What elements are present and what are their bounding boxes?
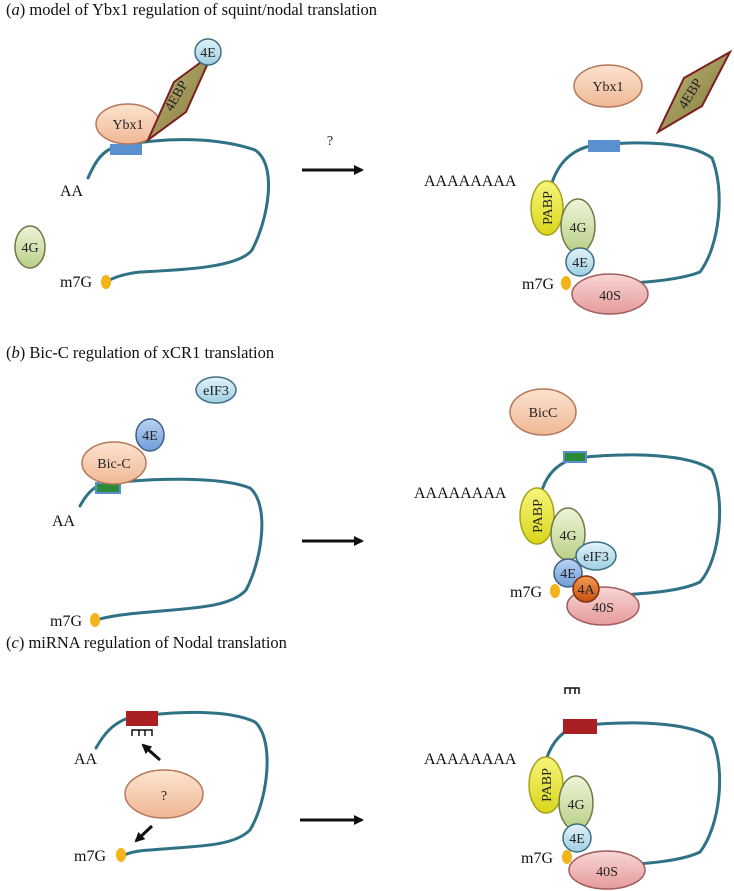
4e-label: 4E (200, 46, 216, 61)
binding-site (588, 140, 620, 152)
ybx1-released (573, 64, 643, 108)
4e-protein (135, 418, 165, 452)
polya-label: AAAAAAAA (414, 485, 507, 502)
m7g-cap (561, 276, 571, 290)
unknown-factor (124, 769, 204, 819)
panel-c-letter: c (11, 633, 19, 652)
eif3-protein (195, 376, 237, 404)
aa-tail-label: AA (74, 751, 98, 768)
4e-label: 4E (569, 832, 585, 847)
panel-c-title-text: miRNA regulation of Nodal translation (28, 633, 287, 652)
panel-b-right: BicC AAAAAAAA PABP 4G eIF3 40S 4E 4A m7G (414, 388, 722, 626)
eif3-label: eIF3 (203, 384, 229, 399)
m7g-cap-label: m7G (521, 850, 553, 867)
panel-a-letter: a (11, 0, 20, 19)
4e-label: 4E (572, 256, 588, 271)
m7g-cap-label: m7G (510, 584, 542, 601)
4ebp-released (655, 49, 733, 135)
pabp-protein (519, 487, 555, 545)
40s-label: 40S (599, 289, 621, 304)
binding-site (563, 719, 597, 734)
m7g-cap-label: m7G (522, 276, 554, 293)
transition-question-mark: ? (327, 134, 333, 149)
panel-b-letter: b (11, 343, 20, 362)
panel-a-left: Ybx1 4EBP 4E 4G AA m7G (14, 38, 270, 291)
aa-tail-label: AA (52, 513, 76, 530)
40s-label: 40S (592, 601, 614, 616)
panel-c-title: (c) miRNA regulation of Nodal translatio… (6, 633, 287, 652)
panel-c-left: ? AA m7G (74, 710, 269, 865)
eif3-protein (575, 541, 617, 571)
arrow-to-mirna-site (141, 743, 161, 762)
ybx1-label: Ybx1 (592, 80, 623, 95)
polya-label: AAAAAAAA (424, 751, 517, 768)
4e-protein (194, 38, 222, 66)
m7g-cap (562, 850, 572, 864)
pabp-label: PABP (540, 768, 555, 802)
40s-label: 40S (596, 865, 618, 880)
panel-a-title: (a) model of Ybx1 regulation of squint/n… (6, 0, 378, 19)
released-mirna-icon (564, 687, 580, 694)
4g-label: 4G (567, 798, 584, 813)
4a-protein (572, 575, 600, 603)
4g-label: 4G (21, 241, 38, 256)
aa-tail-label: AA (60, 183, 84, 200)
panel-b-left: Bic-C 4E eIF3 AA m7G (50, 376, 264, 630)
pabp-label: PABP (541, 191, 556, 225)
40s-ribosome (568, 850, 646, 890)
m7g-cap (101, 275, 111, 289)
pabp-protein (530, 180, 564, 236)
arrow-to-cap (134, 824, 154, 843)
panel-a-title-text: model of Ybx1 regulation of squint/nodal… (29, 0, 378, 19)
4a-label: 4A (577, 583, 595, 598)
panel-b-title: (b) Bic-C regulation of xCR1 translation (6, 343, 275, 362)
4e-protein (562, 823, 592, 853)
4e-protein (553, 558, 583, 588)
4g-label: 4G (569, 221, 586, 236)
4g-protein (14, 225, 46, 269)
panel-c-right: AAAAAAAA PABP 4G 4E 40S m7G (424, 687, 722, 890)
4e-label: 4E (560, 567, 576, 582)
mirna-strand-icon (131, 729, 153, 736)
pabp-label: PABP (531, 499, 546, 533)
m7g-cap-label: m7G (60, 274, 92, 291)
m7g-cap (90, 613, 100, 627)
mrna-strand (86, 138, 270, 285)
m7g-cap (550, 584, 560, 598)
m7g-cap (116, 848, 126, 862)
binding-site (563, 451, 587, 463)
mirna-binding-site (126, 711, 158, 726)
unknown-factor-label: ? (161, 789, 167, 804)
bicc-released (509, 388, 577, 436)
4e-label: 4E (142, 429, 158, 444)
m7g-cap-label: m7G (74, 848, 106, 865)
mrna-strand (78, 477, 264, 622)
ybx1-binding-site (110, 144, 142, 155)
polya-label: AAAAAAAA (424, 173, 517, 190)
mrna-strand (546, 141, 721, 286)
40s-ribosome (571, 273, 649, 315)
bicc-label: BicC (529, 406, 558, 421)
4g-label: 4G (559, 529, 576, 544)
bicc-protein (81, 441, 147, 485)
panel-a-right: Ybx1 4EBP AAAAAAAA PABP 4G 4E 40S m7G (424, 49, 733, 315)
panel-b-title-text: Bic-C regulation of xCR1 translation (29, 343, 275, 362)
4e-protein (565, 247, 595, 277)
ybx1-label: Ybx1 (112, 118, 143, 133)
eif3-label: eIF3 (583, 550, 609, 565)
bicc-label: Bic-C (97, 457, 130, 472)
m7g-cap-label: m7G (50, 613, 82, 630)
